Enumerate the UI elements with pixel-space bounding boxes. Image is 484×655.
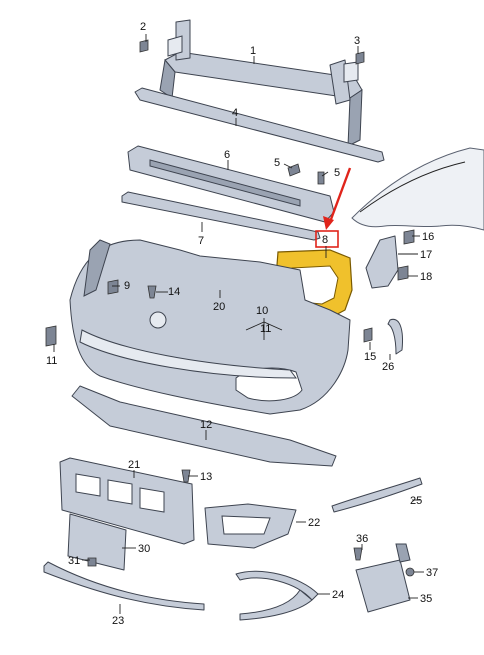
part-5-clip-a (287, 163, 301, 177)
callout-21: 21 (128, 459, 140, 471)
callout-12: 12 (200, 419, 212, 431)
part-5-clip-b (317, 171, 325, 185)
callout-25: 25 (410, 495, 422, 507)
part-12-lower-spoiler (71, 385, 337, 467)
part-4-strip (134, 87, 385, 163)
callout-36: 36 (356, 533, 368, 545)
callout-24: 24 (332, 589, 344, 601)
callout-8: 8 (322, 234, 328, 246)
callout-15: 15 (364, 351, 376, 363)
callout-37: 37 (426, 567, 438, 579)
part-35-air-duct (355, 543, 411, 613)
callout-26: 26 (382, 361, 394, 373)
callout-17: 17 (420, 249, 432, 261)
callout-35: 35 (420, 593, 432, 605)
leader-lines (53, 34, 424, 614)
part-37-nut (405, 567, 415, 577)
callout-6: 6 (224, 149, 230, 161)
callout-7: 7 (198, 235, 204, 247)
callout-23: 23 (112, 615, 124, 627)
part-7-strip (121, 191, 321, 241)
callout-3: 3 (354, 35, 360, 47)
part-15-clip (363, 327, 373, 343)
part-23-lower-trim (43, 561, 205, 611)
callout-5-b: 5 (334, 167, 340, 179)
callout-14: 14 (168, 286, 180, 298)
part-24-trim-ring (235, 570, 319, 621)
callout-11-top: 11 (260, 323, 271, 335)
callout-18: 18 (420, 271, 432, 283)
part-13-screw (181, 469, 191, 483)
callout-30: 30 (138, 543, 150, 555)
fender-crease (359, 161, 466, 213)
callout-20: 20 (213, 301, 225, 313)
callout-4: 4 (232, 107, 238, 119)
part-1-impact-bar (159, 19, 363, 147)
callout-5-a: 5 (274, 157, 280, 169)
callout-9: 9 (124, 280, 130, 292)
callout-1: 1 (250, 45, 256, 57)
callout-11-left: 11 (46, 355, 57, 367)
callout-10: 10 (256, 305, 268, 317)
part-2-screw (139, 39, 149, 53)
part-31-clip (87, 557, 97, 567)
fender-panel (351, 147, 484, 231)
part-6-absorber-ribs (149, 159, 301, 207)
part-25-trim (331, 477, 423, 513)
callout-16: 16 (422, 231, 434, 243)
callout-22: 22 (308, 517, 320, 529)
part-3-screw (355, 51, 365, 65)
part-17-side-bracket (365, 229, 415, 289)
red-pointer-arrow (323, 167, 352, 230)
callout-2: 2 (140, 21, 146, 33)
part-14-screw (147, 285, 157, 299)
part-26-trim (387, 318, 403, 355)
part-11-bracket-left (45, 325, 57, 347)
part-21-lower-grille (59, 457, 195, 545)
part-30-plate (67, 513, 127, 571)
part-10-bumper-cover (69, 239, 351, 415)
callout-8-red-box (315, 230, 339, 248)
callout-labels: 2 1 3 4 5 5 6 7 8 9 14 20 10 11 16 17 18… (46, 21, 438, 627)
callout-13: 13 (200, 471, 212, 483)
part-9-clip (107, 279, 119, 295)
callout-31: 31 (68, 555, 80, 567)
part-36-screw (353, 547, 363, 561)
part-22-fog-frame (204, 503, 297, 549)
